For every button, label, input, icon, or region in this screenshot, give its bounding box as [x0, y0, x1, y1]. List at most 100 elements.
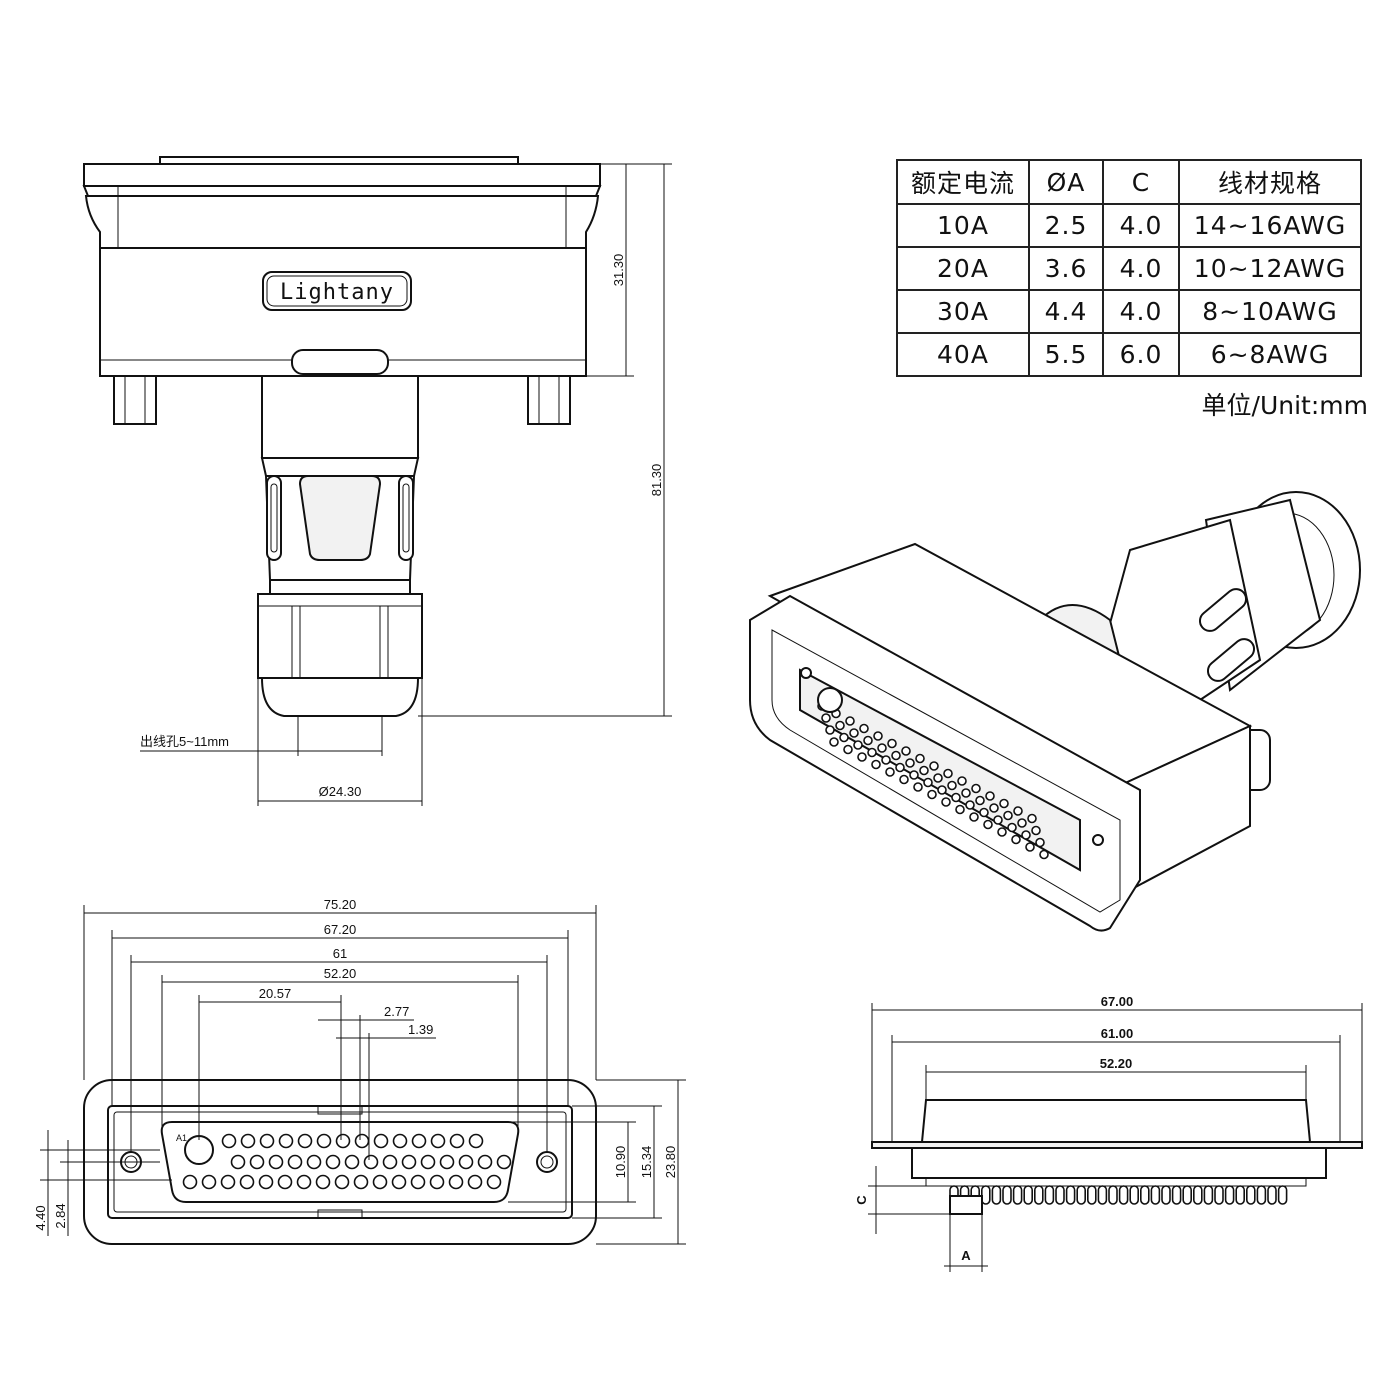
side-pin: [1129, 1185, 1139, 1205]
pin: [905, 758, 915, 768]
header-c: C: [1102, 159, 1180, 205]
pin: [401, 1154, 417, 1170]
pin: [901, 746, 911, 756]
pin: [372, 1174, 388, 1190]
pin: [829, 737, 839, 747]
side-pin: [1267, 1185, 1277, 1205]
pin: [867, 747, 877, 758]
pin: [863, 735, 873, 746]
pin: [1025, 842, 1035, 852]
pin: [971, 783, 981, 794]
isometric-view: [749, 491, 1361, 932]
table-cell: 10~12AWG: [1178, 246, 1362, 291]
svg-text:A1: A1: [176, 1133, 187, 1143]
pin: [420, 1154, 436, 1170]
pin: [923, 777, 933, 788]
pin: [965, 800, 975, 810]
pin: [1035, 837, 1045, 848]
unit-note: 单位/Unit:mm: [1201, 391, 1368, 420]
pin: [201, 1174, 217, 1190]
side-pin: [1203, 1185, 1214, 1205]
pin: [1031, 825, 1041, 836]
pin: [449, 1133, 465, 1149]
pin: [899, 774, 909, 785]
pin: [486, 1174, 502, 1190]
pin: [955, 804, 965, 815]
table-cell: 10A: [896, 203, 1030, 248]
side-pin: [1161, 1185, 1171, 1205]
pin: [1007, 822, 1017, 833]
table-cell: 4.4: [1028, 289, 1104, 334]
table-cell: 30A: [896, 289, 1030, 334]
side-dim-width-2: 61.00: [1101, 1026, 1134, 1041]
pin: [382, 1154, 398, 1170]
pin: [220, 1174, 236, 1190]
pin: [296, 1174, 312, 1190]
pin: [999, 798, 1009, 809]
dim-half-pitch: 1.39: [408, 1022, 433, 1037]
pin: [335, 1133, 351, 1149]
table-cell: 3.6: [1028, 246, 1104, 291]
pin: [857, 752, 867, 762]
side-dim-width-3: 52.20: [1100, 1056, 1133, 1071]
side-pin: [1097, 1185, 1108, 1205]
table-cell: 6~8AWG: [1178, 332, 1362, 377]
pin: [979, 807, 989, 818]
pin: [1013, 806, 1023, 816]
pin: [997, 827, 1007, 837]
top-view: Lightany 31.30: [82, 156, 672, 806]
dim-mid-height: 15.34: [639, 1146, 654, 1179]
pin: [919, 765, 929, 776]
pin: [240, 1133, 256, 1149]
table-row: 30A 4.4 4.0 8~10AWG: [896, 289, 1362, 334]
side-pin: [1256, 1185, 1267, 1205]
pin: [985, 791, 995, 801]
pin: [895, 762, 905, 773]
pin: [943, 768, 953, 779]
table-cell: 4.0: [1102, 246, 1180, 291]
side-pin: [1065, 1185, 1076, 1205]
pin: [845, 716, 855, 726]
side-label-a: A: [961, 1248, 971, 1263]
pin: [927, 789, 937, 800]
front-view: A1 75.20 67.20 61 52.20 20.57 2.77 1.39: [33, 897, 686, 1245]
pin: [392, 1133, 408, 1149]
side-dim-width-1: 67.00: [1101, 994, 1134, 1009]
dim-left-1: 4.40: [33, 1205, 48, 1230]
pin: [887, 738, 897, 749]
pin: [941, 797, 951, 807]
side-pin: [1235, 1185, 1245, 1205]
dim-left-2: 2.84: [53, 1203, 68, 1228]
side-pin: [1193, 1185, 1203, 1205]
table-cell: 4.0: [1102, 289, 1180, 334]
pin: [468, 1133, 484, 1149]
pin: [881, 755, 891, 765]
pin: [961, 788, 971, 798]
table-cell: 20A: [896, 246, 1030, 291]
front-pins: [182, 1133, 512, 1190]
pin: [933, 773, 943, 783]
pin: [957, 776, 967, 786]
pin: [297, 1133, 313, 1149]
side-pin: [1118, 1185, 1129, 1205]
pin: [1039, 849, 1049, 860]
pin: [287, 1154, 303, 1170]
pin: [439, 1154, 455, 1170]
pin: [391, 1174, 407, 1190]
side-pin: [1150, 1185, 1161, 1205]
pin: [430, 1133, 446, 1149]
side-pin: [1055, 1185, 1065, 1205]
pin: [249, 1154, 265, 1170]
pin: [951, 792, 961, 803]
side-pin: [1034, 1185, 1044, 1205]
pin: [477, 1154, 493, 1170]
pin: [411, 1133, 427, 1149]
table-cell: 5.5: [1028, 332, 1104, 377]
side-pin: [1277, 1185, 1288, 1205]
pin: [306, 1154, 322, 1170]
dim-outlet-hole: 出线孔5~11mm: [140, 734, 229, 749]
pin: [344, 1154, 360, 1170]
pin: [258, 1174, 274, 1190]
pin: [825, 725, 835, 735]
pin: [929, 761, 939, 771]
